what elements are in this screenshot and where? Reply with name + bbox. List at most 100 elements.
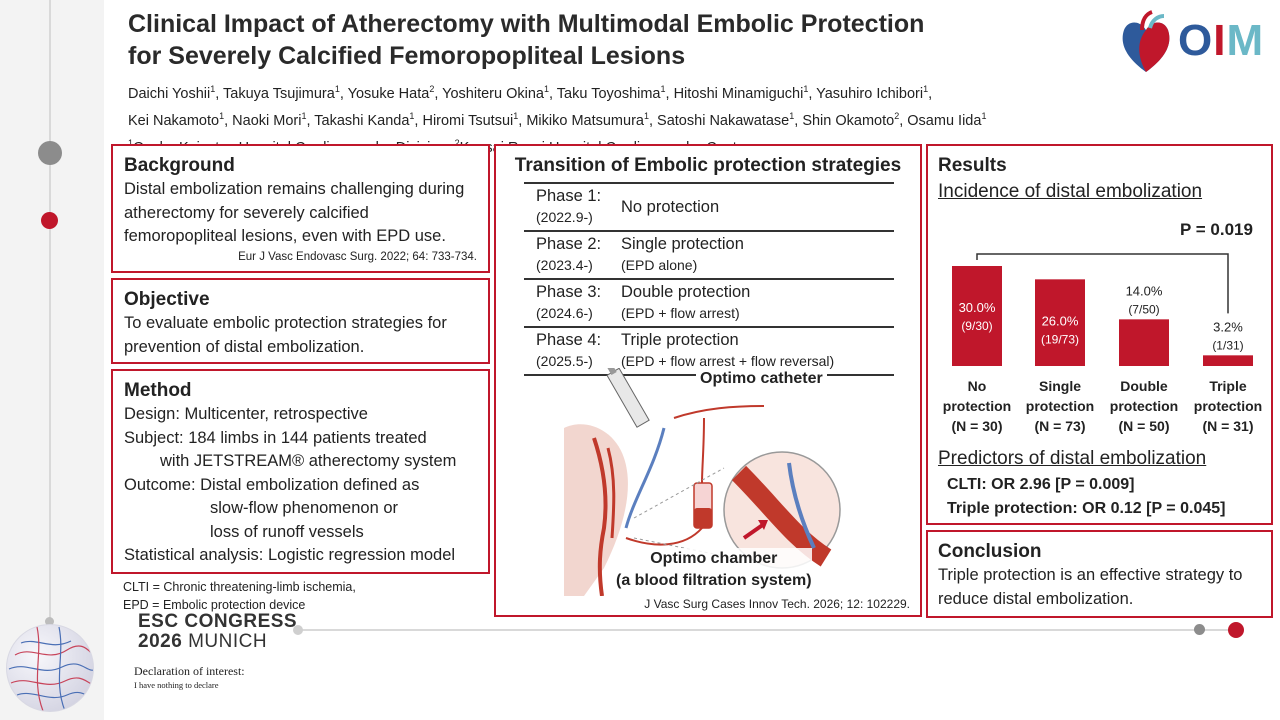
method-outcome: Outcome: Distal embolization defined as	[124, 475, 420, 494]
oim-logo: OIM	[1118, 8, 1278, 78]
phase-date: (2022.9-)	[536, 209, 593, 225]
author-affiliation-mark: 1	[643, 110, 649, 121]
phase-row: Phase 1:(2022.9-)No protection	[524, 182, 894, 231]
congress-name: ESC CONGRESS	[138, 611, 298, 632]
category-label: Double	[1120, 378, 1168, 394]
phase-row: Phase 2: (2023.4-) Single protection (EPD a…	[524, 230, 894, 279]
bar-value-label: 30.0%	[959, 300, 996, 315]
objective-text: To evaluate embolic protection strategie…	[124, 314, 447, 356]
category-label: protection	[943, 398, 1011, 414]
phase-detail: (EPD alone)	[621, 257, 698, 273]
author-name: Mikiko Matsumura	[526, 112, 644, 129]
author-affiliation-mark: 1	[513, 110, 519, 121]
bar-1	[1035, 279, 1085, 366]
abbreviation-clti: CLTI = Chronic threatening-limb ischemia…	[123, 580, 356, 594]
timeline-dot-small	[45, 617, 54, 626]
phase-name: Phase 3:	[536, 283, 602, 301]
category-label: Single	[1039, 378, 1081, 394]
author-affiliation-mark: 2	[429, 84, 435, 94]
method-subject-cont: with JETSTREAM® atherectomy system	[160, 452, 457, 470]
title-line-2: for Severely Calcified Femoropopliteal L…	[128, 42, 686, 70]
author-name: Naoki Mori	[232, 112, 302, 129]
optimo-device-diagram	[564, 368, 841, 596]
results-heading: Results	[938, 155, 1007, 176]
globe-graphic	[6, 624, 94, 712]
bar-count-label: (1/31)	[1212, 338, 1243, 352]
transition-panel: Transition of Embolic protection strateg…	[494, 144, 922, 617]
author-name: Hiromi Tsutsui	[422, 112, 514, 129]
bar-count-label: (9/30)	[961, 319, 992, 333]
category-label: protection	[1110, 398, 1178, 414]
phase-date: (2023.4-)	[536, 257, 593, 273]
phase-strategy: Triple protection	[621, 331, 739, 349]
category-label: (N = 50)	[1119, 418, 1170, 434]
method-panel: Method Design: Multicenter, retrospectiv…	[111, 369, 490, 574]
author-affiliation-mark: 2	[894, 110, 900, 121]
bar-value-label: 26.0%	[1042, 313, 1079, 328]
predictor-triple-protection: Triple protection: OR 0.12 [P = 0.045]	[947, 500, 1226, 517]
author-affiliation-mark: 1	[210, 84, 216, 94]
category-label: protection	[1194, 398, 1262, 414]
author-affiliation-mark: 1	[334, 84, 340, 94]
bar-value-label: 3.2%	[1213, 319, 1243, 334]
abbreviations: CLTI = Chronic threatening-limb ischemia…	[123, 578, 356, 614]
category-label: Triple	[1209, 378, 1247, 394]
phase-strategy: Single protection	[621, 235, 744, 253]
timeline-dot-red	[41, 212, 58, 229]
footer-line	[298, 629, 1232, 631]
phase-detail: (EPD + flow arrest)	[621, 305, 740, 321]
oim-logo-text: OIM	[1178, 16, 1265, 65]
optimo-chamber-label: Optimo chamber (a blood filtration syste…	[616, 548, 812, 592]
conclusion-heading: Conclusion	[938, 541, 1042, 562]
author-line-1: Daichi Yoshii1, Takuya Tsujimura1, Yosuk…	[128, 84, 933, 102]
phase-row: Phase 3:(2024.6-)Double protection(EPD +…	[524, 278, 894, 327]
congress-year: 2026	[138, 631, 183, 652]
conclusion-text: Triple protection is an effective strate…	[938, 566, 1243, 608]
congress-city: MUNICH	[188, 631, 268, 652]
author-name: Daichi Yoshii	[128, 85, 211, 102]
optimo-chamber-label-line1: Optimo chamber	[650, 550, 778, 567]
method-outcome-cont-1: slow-flow phenomenon or	[210, 499, 399, 517]
optimo-chamber-label-line2: (a blood filtration system)	[616, 572, 812, 589]
phase-name: Phase 4:	[536, 331, 602, 349]
method-subject: Subject: 184 limbs in 144 patients treat…	[124, 428, 427, 447]
author-name: Takashi Kanda	[314, 112, 410, 129]
author-name: Taku Toyoshima	[556, 85, 661, 102]
background-reference: Eur J Vasc Endovasc Surg. 2022; 64: 733-…	[238, 250, 477, 263]
method-design: Design: Multicenter, retrospective	[124, 405, 368, 423]
catheter-tube	[624, 427, 666, 529]
objective-panel: Objective To evaluate embolic protection…	[111, 278, 490, 364]
results-panel: Results Incidence of distal embolization…	[926, 144, 1273, 525]
category-label: No	[968, 378, 987, 394]
author-name: Hitoshi Minamiguchi	[673, 85, 804, 102]
author-line-2: Kei Nakamoto1, Naoki Mori1, Takashi Kand…	[128, 110, 987, 129]
embolization-bar-chart: 30.0% (9/30) No protection (N = 30) 26.0% (19/…	[943, 253, 1262, 434]
author-name: Kei Nakamoto	[128, 112, 220, 129]
declaration-label: Declaration of interest:	[134, 664, 245, 678]
category-label: (N = 30)	[952, 418, 1003, 434]
method-heading: Method	[124, 380, 192, 401]
phase-name: Phase 2:	[536, 235, 602, 253]
author-name: Yoshiteru Okina	[442, 85, 544, 102]
author-affiliation-mark: 1	[803, 84, 809, 94]
heart-logo-icon	[1122, 10, 1170, 72]
author-name: Osamu Iida	[907, 112, 982, 129]
author-name: Satoshi Nakawatase	[657, 112, 790, 129]
footer-dot-red	[1228, 622, 1244, 638]
timeline-dot-grey	[38, 141, 62, 165]
results-subheading: Incidence of distal embolization	[938, 181, 1203, 202]
title-line-1: Clinical Impact of Atherectomy with Mult…	[128, 10, 925, 38]
bar-count-label: (19/73)	[1041, 332, 1079, 346]
category-label: protection	[1026, 398, 1094, 414]
bar-value-label: 14.0%	[1126, 283, 1163, 298]
bar-2	[1119, 319, 1169, 366]
declaration-text: I have nothing to declare	[134, 680, 219, 690]
significance-bracket	[976, 253, 1229, 314]
transition-heading: Transition of Embolic protection strateg…	[514, 155, 902, 176]
author-affiliation-mark: 1	[789, 110, 795, 121]
author-affiliation-mark: 1	[981, 110, 987, 121]
abbreviation-epd: EPD = Embolic protection device	[123, 598, 306, 612]
bar-count-label: (7/50)	[1128, 302, 1159, 316]
phase-date: (2024.6-)	[536, 305, 593, 321]
